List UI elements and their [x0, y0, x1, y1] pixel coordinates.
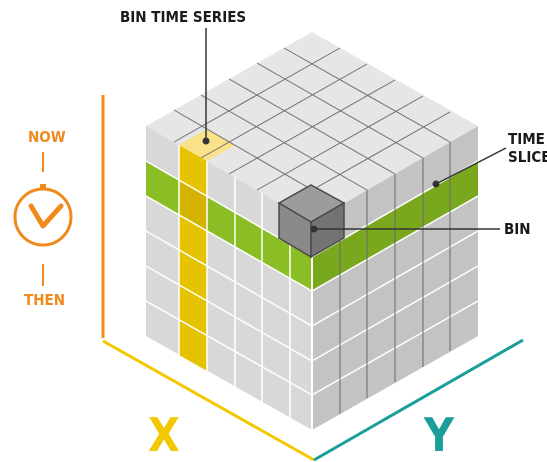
y-axis-line: [313, 338, 524, 462]
bin-time-series-label: BIN TIME SERIES: [120, 8, 246, 26]
time-series-dot: [202, 137, 210, 145]
time-slice-label-line2: SLICE: [508, 148, 547, 166]
time-slice-dot: [432, 180, 440, 188]
bin-dot: [310, 225, 318, 233]
time-slice-label-line1: TIME: [508, 130, 545, 148]
bin-right: [310, 201, 345, 259]
clock-icon: [13, 152, 73, 286]
y-axis-label: Y: [423, 408, 455, 462]
then-label: THEN: [24, 291, 65, 309]
bin-label: BIN: [504, 220, 531, 238]
now-label: NOW: [28, 128, 66, 146]
bin-cube: [277, 184, 346, 259]
x-axis-line: [102, 339, 315, 462]
cube: [145, 32, 479, 430]
x-axis-label: X: [148, 408, 180, 462]
leader-lines: [205, 28, 507, 230]
time-slice-leader: [435, 147, 507, 185]
